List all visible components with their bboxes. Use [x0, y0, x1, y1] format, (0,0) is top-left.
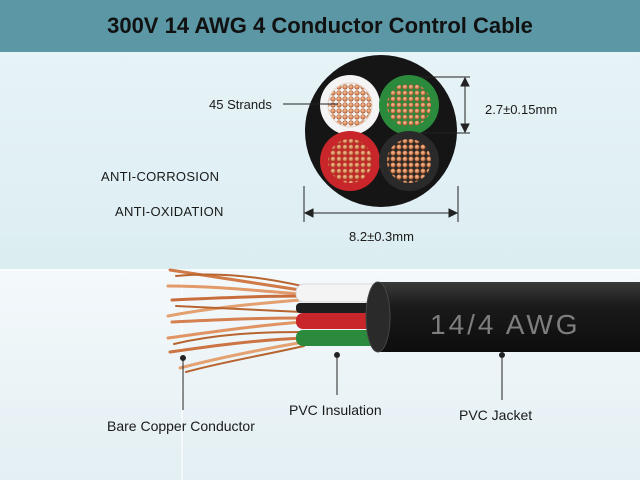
conductor-diameter-label: 2.7±0.15mm — [485, 102, 558, 117]
white-conductor — [320, 75, 380, 135]
feature-anti-oxidation: ANTI-OXIDATION — [115, 204, 224, 219]
copper-callout-label: Bare Copper Conductor — [107, 418, 255, 434]
black-insulation — [296, 303, 380, 313]
strands-label: 45 Strands — [209, 97, 272, 112]
title-banner: 300V 14 AWG 4 Conductor Control Cable — [0, 0, 640, 52]
insulated-conductors — [295, 283, 381, 346]
cable-diameter-label: 8.2±0.3mm — [349, 229, 414, 244]
jacket-callout-label: PVC Jacket — [459, 407, 533, 423]
cable-side-view: 14/4 AWG — [166, 268, 640, 373]
conductor-dimension-line — [420, 76, 470, 134]
pvc-jacket — [366, 282, 640, 352]
insulation-callout-label: PVC Insulation — [289, 402, 382, 418]
cable-cross-section — [305, 55, 457, 207]
cable-dimension-line — [303, 186, 459, 222]
red-conductor — [320, 131, 380, 191]
jacket-print: 14/4 AWG — [430, 309, 581, 340]
red-insulation — [296, 313, 380, 329]
copper-strands — [166, 268, 306, 373]
page-title: 300V 14 AWG 4 Conductor Control Cable — [107, 13, 533, 38]
green-conductor — [379, 75, 439, 135]
black-conductor — [379, 131, 439, 191]
jacket-cross-section — [305, 55, 457, 207]
feature-anti-corrosion: ANTI-CORROSION — [101, 169, 220, 184]
green-insulation — [296, 330, 380, 346]
